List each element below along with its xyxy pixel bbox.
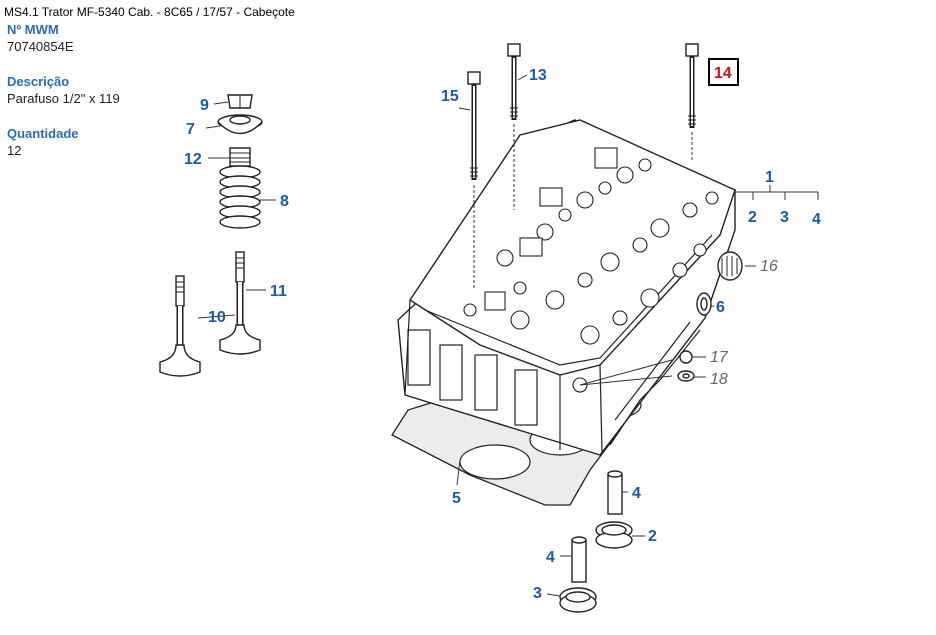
mwm-label: Nº MWM <box>7 22 59 37</box>
valve-seal-12[interactable] <box>229 147 251 167</box>
head-bolt-15[interactable] <box>467 71 481 290</box>
part-info-panel: Nº MWM 70740854E Descrição Parafuso 1/2"… <box>7 22 187 178</box>
head-bolt-13[interactable] <box>507 43 521 210</box>
callout-15: 15 <box>441 88 459 105</box>
spring-retainer-7[interactable] <box>217 114 263 135</box>
callout-1: 1 <box>765 169 774 186</box>
callout-4-top: 4 <box>812 211 821 228</box>
valve-guide-4-lower[interactable] <box>571 536 587 583</box>
washer-18[interactable] <box>677 370 695 382</box>
callout-2-seat: 2 <box>648 528 657 545</box>
valve-spring-8[interactable] <box>219 165 261 229</box>
callout-12: 12 <box>184 151 202 168</box>
head-bolt-14[interactable] <box>685 43 699 160</box>
callout-4-lower: 4 <box>546 549 555 566</box>
callout-3-seat: 3 <box>533 585 542 602</box>
callout-5: 5 <box>452 490 461 507</box>
head-top-details <box>463 147 719 393</box>
quantity-value: 12 <box>7 143 22 158</box>
callout-2-top: 2 <box>748 209 757 226</box>
highlight-box-14 <box>708 58 739 86</box>
callout-7: 7 <box>186 121 195 138</box>
callout-6: 6 <box>716 299 725 316</box>
leader-lines <box>197 74 819 597</box>
callout-8: 8 <box>280 193 289 210</box>
callouts: 9 7 12 8 10 11 15 13 14 1 2 3 4 16 6 17 … <box>184 58 821 602</box>
intake-valve-11[interactable] <box>219 251 261 355</box>
callout-14: 14 <box>714 65 732 82</box>
core-plug-16[interactable] <box>717 251 743 281</box>
callout-3-top: 3 <box>780 209 789 226</box>
mwm-value: 70740854E <box>7 39 74 54</box>
callout-16: 16 <box>760 258 778 275</box>
callout-10: 10 <box>208 309 226 326</box>
callout-11: 11 <box>270 283 287 300</box>
callout-18: 18 <box>710 371 728 388</box>
valve-guide-4-upper[interactable] <box>607 470 623 515</box>
callout-17: 17 <box>710 349 729 366</box>
exhaust-valve-10[interactable] <box>159 275 201 377</box>
description-value: Parafuso 1/2" x 119 <box>7 91 120 106</box>
description-label: Descrição <box>7 74 70 89</box>
callout-9: 9 <box>200 97 209 114</box>
seal-6[interactable] <box>696 292 712 316</box>
valve-keeper-9[interactable] <box>227 94 253 109</box>
valve-seat-2[interactable] <box>595 521 633 549</box>
cylinder-head[interactable] <box>397 119 736 456</box>
callout-4-guide: 4 <box>632 485 641 502</box>
page-header: MS4.1 Trator MF-5340 Cab. - 8C65 / 17/57… <box>4 5 295 19</box>
plug-17[interactable] <box>679 350 693 364</box>
quantity-label: Quantidade <box>7 126 79 141</box>
valve-seat-3[interactable] <box>559 587 597 613</box>
callout-13: 13 <box>529 67 547 84</box>
